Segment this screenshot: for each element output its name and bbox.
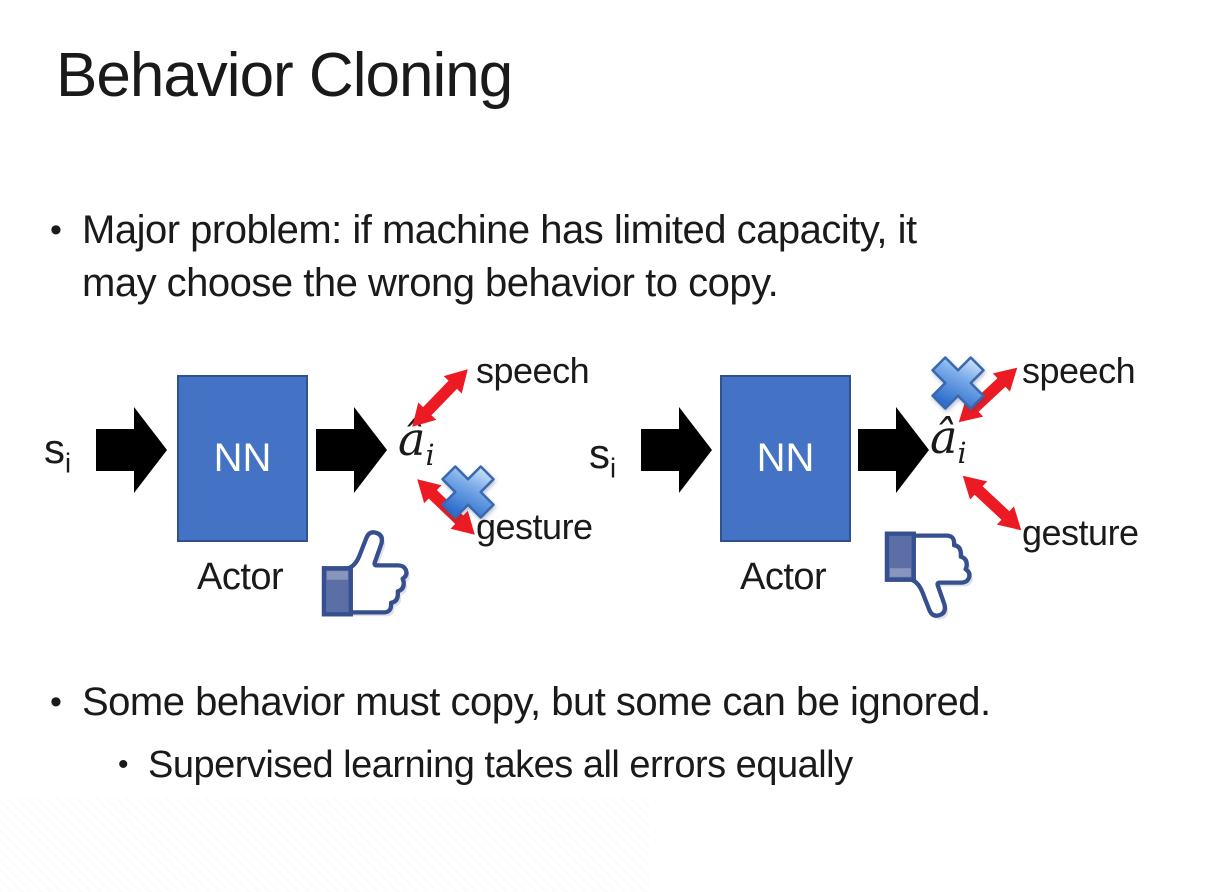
nn-label: NN xyxy=(213,436,272,480)
speech-label: speech xyxy=(476,350,590,391)
cross-out-icon xyxy=(441,465,495,519)
bullet-item-supervised-learning: • Supervised learning takes all errors e… xyxy=(118,740,853,790)
output-arrow-icon xyxy=(316,407,387,493)
input-arrow-icon xyxy=(641,407,712,493)
state-input-label: si xyxy=(44,425,72,479)
gesture-label: gesture xyxy=(476,506,593,547)
bullet-marker: • xyxy=(50,211,62,249)
predicted-action-label: âi xyxy=(930,410,967,471)
bullet-line-2: may choose the wrong behavior to copy. xyxy=(82,261,779,305)
bullet-line-1: Major problem: if machine has limited ca… xyxy=(82,208,917,252)
bullet-item-some-behavior: • Some behavior must copy, but some can … xyxy=(50,676,991,729)
bullet-text: Some behavior must copy, but some can be… xyxy=(82,680,991,724)
gesture-arrow-icon xyxy=(962,475,1022,531)
bullet-marker: • xyxy=(118,748,129,781)
speech-arrow-icon xyxy=(412,369,468,427)
bullet-marker: • xyxy=(50,683,62,721)
nn-box: NN xyxy=(720,375,851,542)
diagram-left: si NN âi speech gesture Actor xyxy=(30,340,630,650)
input-arrow-icon xyxy=(96,407,167,493)
thumbs-up-icon xyxy=(321,530,410,617)
nn-box: NN xyxy=(177,375,308,542)
actor-label: Actor xyxy=(197,556,284,598)
cross-out-icon xyxy=(931,356,985,410)
background-noise-artifact xyxy=(0,798,650,892)
output-arrow-icon xyxy=(858,407,929,493)
bullet-text: Supervised learning takes all errors equ… xyxy=(148,744,853,786)
speech-arrow-icon xyxy=(958,367,1018,423)
nn-label: NN xyxy=(756,436,815,480)
state-input-label: si xyxy=(589,430,617,484)
diagram-right: si NN âi speech gesture Actor xyxy=(575,340,1195,650)
bullet-text: Major problem: if machine has limited ca… xyxy=(82,204,917,310)
bullet-item-major-problem: • Major problem: if machine has limited … xyxy=(50,204,917,310)
gesture-label: gesture xyxy=(1022,512,1139,553)
page-title: Behavior Cloning xyxy=(56,41,513,110)
thumbs-down-icon xyxy=(884,531,973,620)
actor-label: Actor xyxy=(740,556,827,598)
speech-label: speech xyxy=(1022,350,1136,391)
